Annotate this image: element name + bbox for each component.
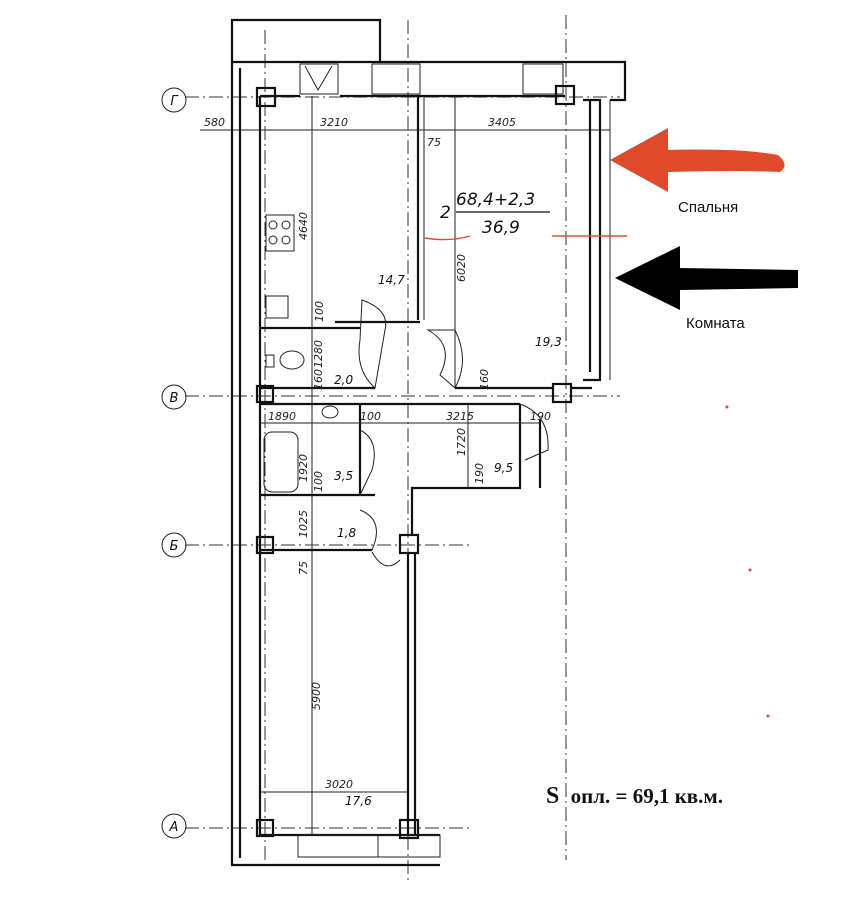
dim-160-a: 160 (312, 369, 325, 390)
dim-1920: 1920 (297, 454, 310, 482)
dimension-lines (200, 96, 600, 835)
dim-3215: 3215 (446, 410, 474, 423)
label-room: Комната (686, 315, 745, 332)
dim-1025: 1025 (297, 510, 310, 538)
dim-6020: 6020 (455, 254, 468, 282)
room-areas: 14,7 19,3 2,0 3,5 9,5 1,8 17,6 (334, 273, 562, 808)
sink-icon (265, 295, 289, 319)
total-rest: опл. = 69,1 кв.м. (571, 784, 723, 808)
total-s: S (546, 783, 559, 809)
axis-label-a: А (169, 820, 179, 835)
axis-marker-a: А (161, 813, 187, 839)
area-bath: 3,5 (334, 469, 353, 483)
dim-190-a: 190 (530, 410, 551, 423)
dim-5900: 5900 (310, 682, 323, 710)
axis-marker-v: В (161, 384, 187, 410)
bathtub-icon (263, 431, 299, 493)
dim-3405: 3405 (488, 116, 516, 129)
dim-160-b: 160 (478, 369, 491, 390)
svg-text:S опл. = 69,1 кв.м.: S опл. = 69,1 кв.м. (546, 783, 723, 809)
dim-100-b: 100 (360, 410, 381, 423)
stove-icon (265, 214, 295, 252)
total-area: S опл. = 69,1 кв.м. (546, 783, 723, 809)
dim-75-top: 75 (427, 136, 441, 149)
area-closet: 1,8 (337, 526, 356, 540)
summary-denominator: 36,9 (482, 218, 520, 238)
area-hall: 9,5 (494, 461, 513, 475)
area-bedroom: 19,3 (535, 335, 562, 349)
walls (230, 18, 627, 867)
axis-label-g: Г (170, 94, 179, 109)
black-arrow-annotation: Комната (615, 246, 798, 332)
red-arrow-annotation: Спальня (610, 128, 785, 216)
dimension-labels: 580 3210 3405 75 4640 6020 100 1280 160 … (204, 116, 551, 791)
area-living: 17,6 (345, 794, 372, 808)
columns (255, 84, 576, 840)
dim-1720: 1720 (455, 428, 468, 456)
axis-marker-g: Г (161, 87, 187, 113)
label-bedroom: Спальня (678, 199, 738, 216)
summary-numerator: 68,4+2,3 (456, 190, 535, 210)
dim-3020: 3020 (325, 778, 353, 791)
area-kitchen: 14,7 (378, 273, 405, 287)
toilet-icon (279, 350, 305, 370)
summary-rooms: 2 (440, 203, 451, 223)
dim-580: 580 (204, 116, 225, 129)
dim-100-c: 100 (312, 471, 325, 492)
axis-label-b: Б (170, 539, 179, 554)
dim-3210: 3210 (320, 116, 348, 129)
axis-marker-b: Б (161, 532, 187, 558)
apartment-summary: 2 68,4+2,3 36,9 (424, 190, 627, 241)
specks (725, 405, 770, 718)
washbasin-icon (321, 405, 339, 419)
axis-label-v: В (170, 391, 179, 406)
dim-100-a: 100 (313, 301, 326, 322)
fixtures (263, 214, 339, 493)
dim-75-bottom: 75 (297, 561, 310, 575)
dim-1890: 1890 (268, 410, 296, 423)
dim-1280: 1280 (312, 340, 325, 368)
dim-4640: 4640 (297, 212, 310, 240)
area-wc: 2,0 (334, 373, 353, 387)
dim-190-b: 190 (473, 463, 486, 484)
axis-lines (185, 15, 620, 880)
